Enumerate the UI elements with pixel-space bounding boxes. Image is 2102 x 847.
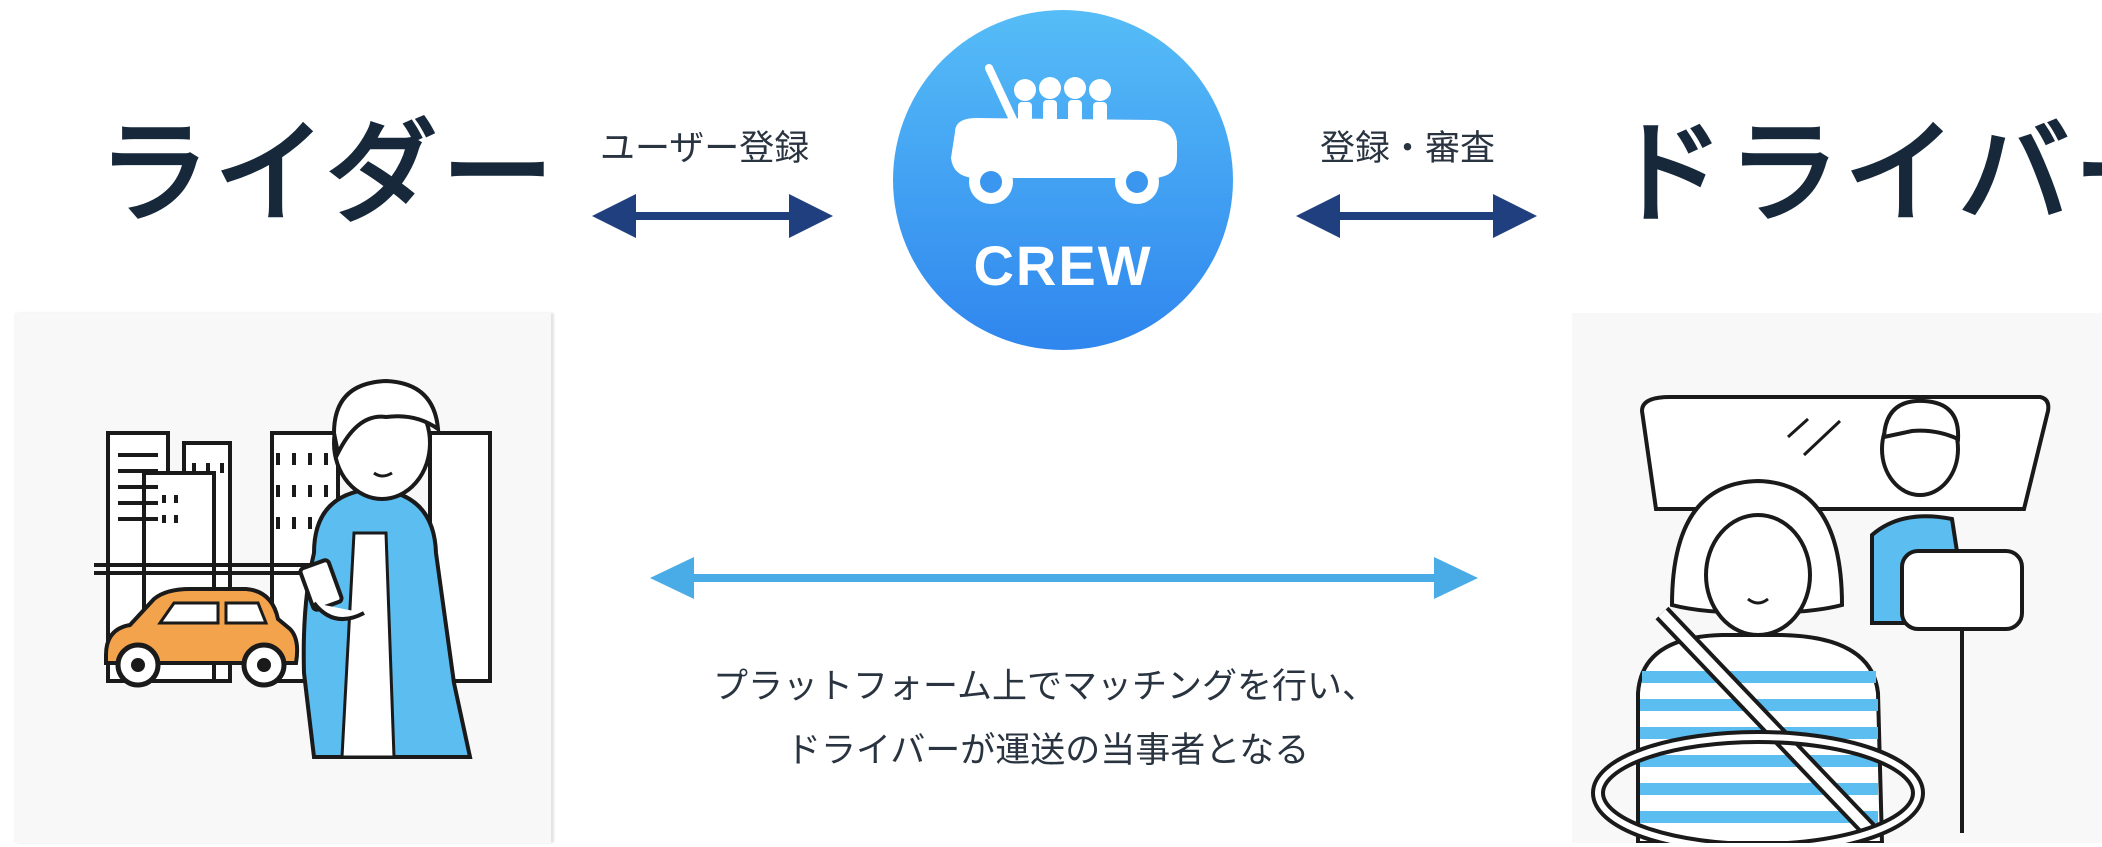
description-line-2: ドライバーが運送の当事者となる <box>786 731 1310 771</box>
crew-wordmark: CREW <box>973 234 1152 297</box>
driver-title: ドライバー <box>1612 109 2102 239</box>
headrest-icon <box>1900 549 2024 631</box>
convertible-car-with-passengers-icon <box>951 64 1177 178</box>
matching-double-arrow <box>650 557 1478 599</box>
crew-driver-double-arrow <box>1296 194 1537 238</box>
crew-logo: CREW <box>893 10 1233 350</box>
registration-review-label: 登録・審査 <box>1320 129 1496 169</box>
rider-illustration-panel <box>14 313 551 843</box>
windshield-icon <box>1639 395 2051 511</box>
rider-title: ライダー <box>98 109 558 239</box>
user-registration-label: ユーザー登録 <box>600 129 810 169</box>
orange-car-icon <box>104 587 300 688</box>
rider-person-icon <box>298 378 473 759</box>
driver-illustration <box>1591 395 2051 847</box>
driver-illustration-panel <box>1572 313 2102 847</box>
driver-person-icon <box>1636 478 1885 845</box>
description-line-1: プラットフォーム上でマッチングを行い、 <box>713 667 1377 707</box>
rider-crew-double-arrow <box>592 194 833 238</box>
rider-illustration <box>94 378 492 759</box>
